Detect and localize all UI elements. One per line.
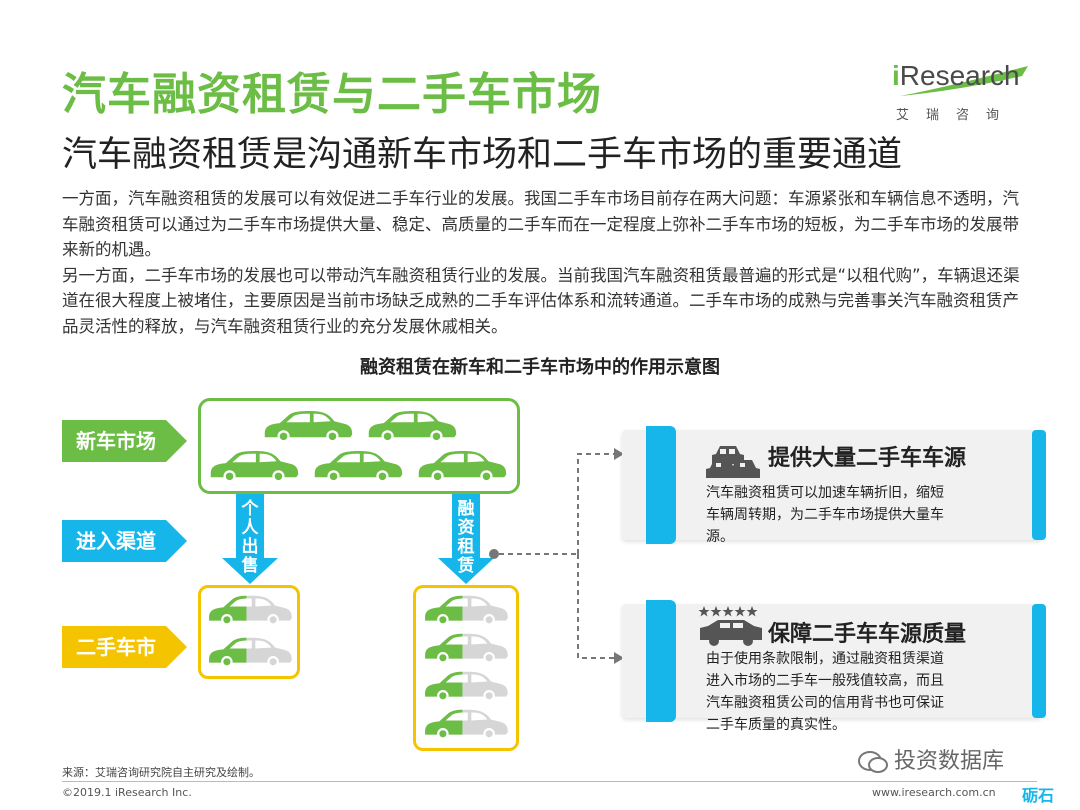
watermark-text: 投资数据库	[894, 749, 1005, 774]
wechat-icon	[858, 751, 888, 773]
label-used-car-market: 二手车市场	[62, 626, 187, 701]
arrow-label-personal-sale: 个 人 出 售	[241, 499, 259, 576]
card-accent-bar	[646, 426, 676, 544]
logo-subtitle: 艾瑞咨询	[896, 108, 1017, 123]
diagram-title: 融资租赁在新车和二手车市场中的作用示意图	[360, 357, 720, 378]
new-car-market-box	[198, 398, 520, 494]
used-cars-graphic	[209, 595, 292, 668]
page-title: 汽车融资租赁与二手车市场	[62, 69, 602, 120]
website-text: www.iresearch.com.cn	[872, 786, 996, 799]
iresearch-logo: iResearch 艾瑞咨询	[892, 60, 1042, 130]
car-icon	[314, 450, 403, 483]
half-car-icon	[209, 595, 292, 626]
card-quality: 保障二手车车源质量 由于使用条款限制，通过融资租赁渠道进入市场的二手车一般残值较…	[622, 600, 1046, 733]
car-icon	[210, 450, 299, 483]
two-cars-icon	[706, 446, 760, 478]
card-text-quality: 由于使用条款限制，通过融资租赁渠道进入市场的二手车一般残值较高，而且汽车融资租赁…	[706, 651, 944, 733]
arrow-financing-lease	[438, 494, 494, 584]
five-star-car-icon	[698, 606, 762, 646]
new-cars-graphic	[210, 410, 507, 483]
half-car-icon	[425, 709, 508, 740]
arrow-personal-sale	[222, 494, 278, 584]
half-car-icon	[209, 637, 292, 668]
used-car-lease-box	[413, 585, 519, 751]
card-title-quality: 保障二手车车源质量	[768, 622, 967, 647]
footer-divider	[62, 781, 1037, 782]
dashed-connector	[489, 448, 624, 664]
watermark: 投资数据库	[858, 743, 1004, 775]
watermark-tag: 砺石	[1022, 786, 1055, 805]
label-entry-channel: 进入渠道	[62, 520, 187, 562]
page-subtitle: 汽车融资租赁是沟通新车市场和二手车市场的重要通道	[62, 135, 903, 175]
paragraph-2: 另一方面，二手车市场的发展也可以带动汽车融资租赁行业的发展。当前我国汽车融资租赁…	[62, 265, 1020, 336]
half-car-icon	[425, 671, 508, 702]
copyright-text: ©2019.1 iResearch Inc.	[62, 786, 192, 799]
card-accent-bar	[1032, 430, 1046, 540]
arrow-label-financing-lease: 融 资 租 赁	[457, 499, 475, 576]
car-icon	[368, 410, 457, 443]
label-new-car-market: 新车市场	[62, 420, 187, 462]
card-accent-bar	[646, 600, 676, 722]
card-supply: 提供大量二手车车源 汽车融资租赁可以加速车辆折旧，缩短车辆周转期，为二手车市场提…	[622, 426, 1046, 545]
card-text-supply: 汽车融资租赁可以加速车辆折旧，缩短车辆周转期，为二手车市场提供大量车源。	[706, 485, 944, 545]
source-note: 来源：艾瑞咨询研究院自主研究及绘制。	[62, 766, 260, 779]
car-icon	[264, 410, 353, 443]
logo-word: iResearch	[892, 60, 1020, 91]
paragraph-1: 一方面，汽车融资租赁的发展可以有效促进二手车行业的发展。我国二手车市场目前存在两…	[62, 189, 1019, 259]
intro-text: 一方面，汽车融资租赁的发展可以有效促进二手车行业的发展。我国二手车市场目前存在两…	[62, 186, 1022, 339]
card-title-supply: 提供大量二手车车源	[768, 446, 967, 471]
card-accent-bar	[1032, 604, 1046, 718]
used-car-personal-box	[198, 585, 300, 679]
